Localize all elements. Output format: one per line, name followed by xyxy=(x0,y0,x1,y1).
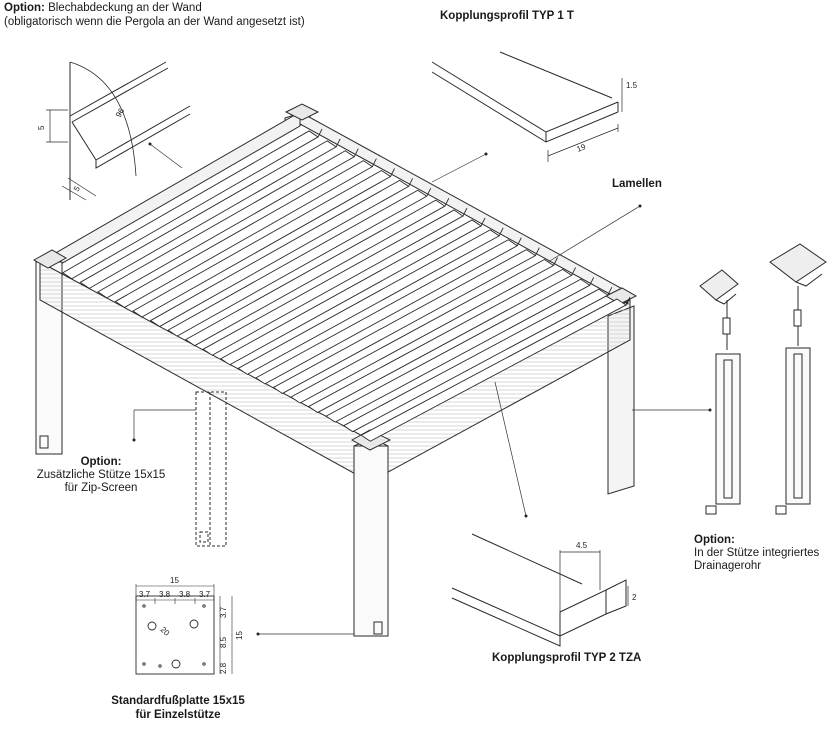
lamella-bracket xyxy=(371,158,377,167)
profile1-label: Kopplungsprofil TYP 1 T xyxy=(440,10,574,22)
lamella-bracket xyxy=(462,207,468,217)
foot-plate-detail xyxy=(135,584,233,675)
option-extra-post-line2: für Zip-Screen xyxy=(64,482,138,494)
dim-plate-seg-2: 3.8 xyxy=(159,590,171,599)
footplate-line2: für Einzelstütze xyxy=(135,709,221,721)
lamella-bracket xyxy=(408,178,414,187)
dim-plate-total: 15 xyxy=(170,576,179,585)
lamella-bracket xyxy=(426,188,432,197)
lamella xyxy=(184,199,446,347)
option-drainage-line2: Drainagerohr xyxy=(694,560,762,572)
lamella xyxy=(167,189,428,337)
pergola-structure xyxy=(32,103,638,637)
lamella xyxy=(342,288,609,433)
lamella xyxy=(79,140,338,289)
dim-p1-width: 19 xyxy=(575,142,587,154)
leader-dots xyxy=(132,142,712,636)
option-extra-post: Option: Zusätzliche Stütze 15x15 für Zip… xyxy=(26,456,176,495)
footplate-line1: Standardfußplatte 15x15 xyxy=(111,695,245,707)
dim-p2-width: 4.5 xyxy=(576,541,588,550)
profile1-detail xyxy=(431,51,623,162)
lamella xyxy=(290,258,555,404)
lamella-bracket xyxy=(516,237,522,246)
dim-plate-seg-4: 3.7 xyxy=(199,590,211,599)
option-extra-post-bold: Option: xyxy=(80,456,122,468)
wall-cover-detail xyxy=(46,61,191,201)
footplate-label: Standardfußplatte 15x15 für Einzelstütze xyxy=(96,694,260,722)
option-wall-cover-bold: Option: xyxy=(4,2,45,14)
lamella-bracket xyxy=(317,128,323,138)
lamella xyxy=(255,239,519,385)
lamellas xyxy=(61,128,631,442)
dim-cover-width: 5 xyxy=(72,184,82,193)
option-extra-post-line1: Zusätzliche Stütze 15x15 xyxy=(36,469,166,481)
lamella xyxy=(61,130,319,280)
dim-plate-v-3: 2.8 xyxy=(219,662,228,674)
dim-plate-seg-1: 3.7 xyxy=(139,590,151,599)
lamella-bracket xyxy=(444,197,450,207)
option-wall-cover-text: Blechabdeckung an der Wand xyxy=(48,2,202,14)
lamella-bracket xyxy=(390,168,395,177)
lamella xyxy=(202,209,464,356)
dim-cover-height: 5 xyxy=(37,125,46,130)
lamella-bracket xyxy=(625,296,631,306)
lamella-bracket xyxy=(335,138,341,148)
post-front-corner xyxy=(353,445,389,637)
lamella-bracket xyxy=(571,267,577,276)
lamella xyxy=(97,150,356,299)
dim-plate-v-1: 3.7 xyxy=(219,606,228,618)
lamella-bracket xyxy=(607,286,613,296)
dim-plate-v-2: 8.5 xyxy=(219,636,228,648)
lamella xyxy=(307,268,573,414)
leader-lines xyxy=(133,143,710,635)
drainage-posts-detail xyxy=(699,243,827,515)
profile2-detail xyxy=(451,533,629,647)
lamella xyxy=(360,298,627,442)
lamella-bracket xyxy=(353,148,359,157)
dim-p1-thickness: 1.5 xyxy=(626,81,638,90)
lamella xyxy=(219,219,482,366)
dim-plate-seg-3: 3.8 xyxy=(179,590,191,599)
option-wall-cover-sub: (obligatorisch wenn die Pergola an der W… xyxy=(4,16,305,28)
profile2-label: Kopplungsprofil TYP 2 TZA xyxy=(492,652,642,664)
option-wall-cover: Option: Blechabdeckung an der Wand xyxy=(4,2,202,15)
lamella xyxy=(325,278,591,423)
lamella-bracket xyxy=(480,217,486,227)
option-drainage-bold: Option: xyxy=(694,534,735,546)
lamella xyxy=(114,160,374,308)
lamella-bracket xyxy=(534,247,540,256)
lamella xyxy=(237,229,501,375)
dim-p2-height: 2 xyxy=(632,593,637,602)
optional-post-dashed xyxy=(195,391,227,547)
option-drainage-line1: In der Stütze integriertes xyxy=(694,547,820,559)
lamella xyxy=(272,249,537,394)
option-drainage: Option: In der Stütze integriertes Drain… xyxy=(694,534,819,573)
lamella xyxy=(149,179,410,328)
dim-plate-v-total: 15 xyxy=(235,631,244,640)
lamella xyxy=(132,169,392,318)
lamella-bracket xyxy=(553,257,558,266)
lamellen-label: Lamellen xyxy=(612,178,662,190)
lamella-bracket xyxy=(589,277,595,286)
lamella-bracket xyxy=(498,227,504,237)
